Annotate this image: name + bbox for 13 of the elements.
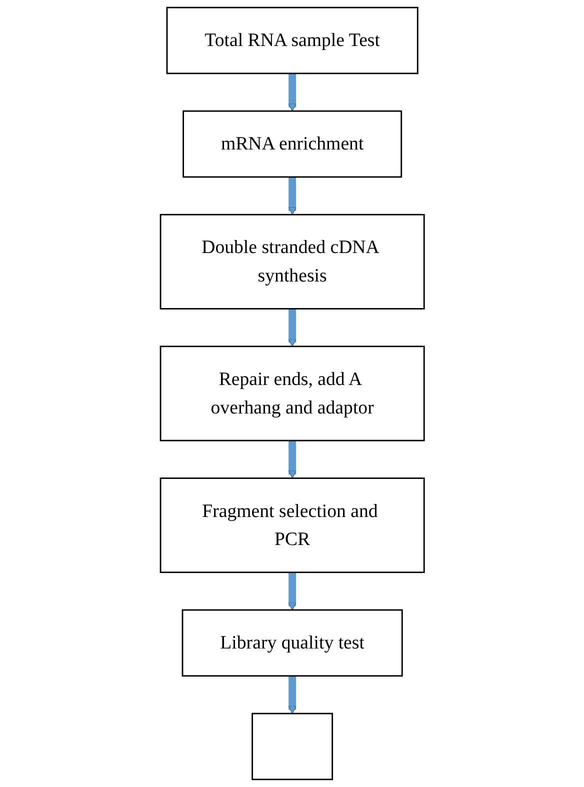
node-box: Total RNA sample Test (166, 6, 418, 74)
node-box: Repair ends, add A overhang and adaptor (160, 346, 424, 442)
node-box: Double stranded cDNA synthesis (160, 214, 424, 310)
arrow (288, 308, 296, 347)
node-box (251, 712, 333, 780)
node-box: Library quality test (181, 609, 402, 677)
arrow (288, 572, 296, 610)
arrow (288, 72, 296, 112)
node-box: mRNA enrichment (182, 110, 402, 178)
arrow (288, 675, 296, 714)
arrow (288, 176, 296, 215)
node-box: Fragment selection and PCR (160, 478, 424, 574)
arrow (288, 440, 296, 479)
